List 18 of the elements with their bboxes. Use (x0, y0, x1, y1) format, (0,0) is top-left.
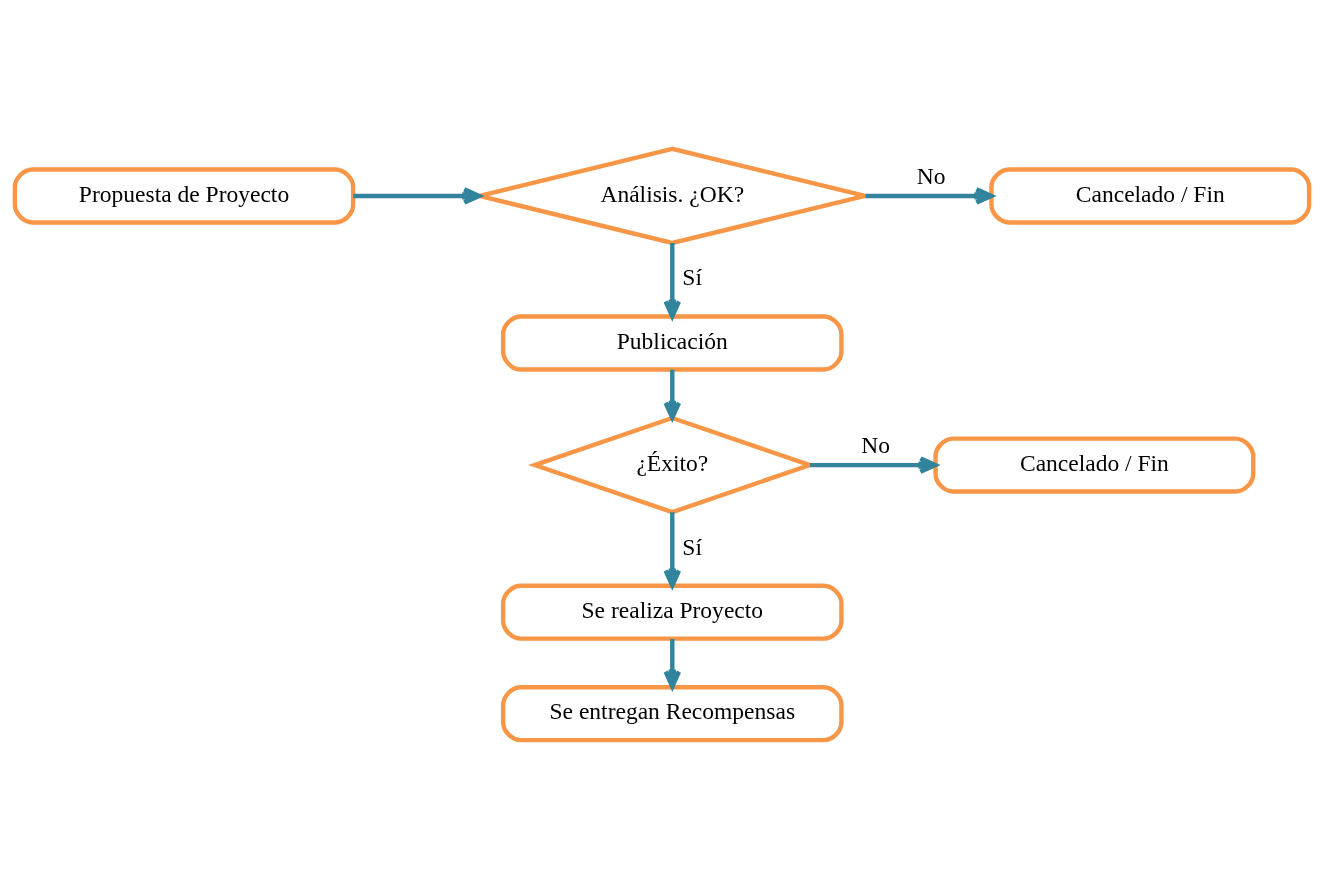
node-box: Se entregan Recompensas (500, 684, 844, 742)
edge-label: No (916, 162, 946, 189)
edge-label: No (861, 431, 890, 458)
edge-label: Sí (682, 263, 702, 290)
node-box: Cancelado / Fin (933, 435, 1256, 494)
edge-label: Sí (682, 533, 702, 560)
arrow (809, 455, 938, 474)
node-diamond: Análisis. ¿OK? (477, 146, 868, 245)
node-box: Se realiza Proyecto (500, 583, 844, 641)
arrow (663, 242, 682, 319)
arrow (663, 511, 682, 588)
arrow (663, 638, 682, 689)
node-box: Publicación (500, 313, 844, 372)
arrow (663, 369, 682, 420)
node-box: Propuesta de Proyecto (12, 166, 356, 225)
arrow (353, 186, 482, 205)
arrow (865, 186, 994, 205)
node-box: Cancelado / Fin (989, 166, 1312, 225)
